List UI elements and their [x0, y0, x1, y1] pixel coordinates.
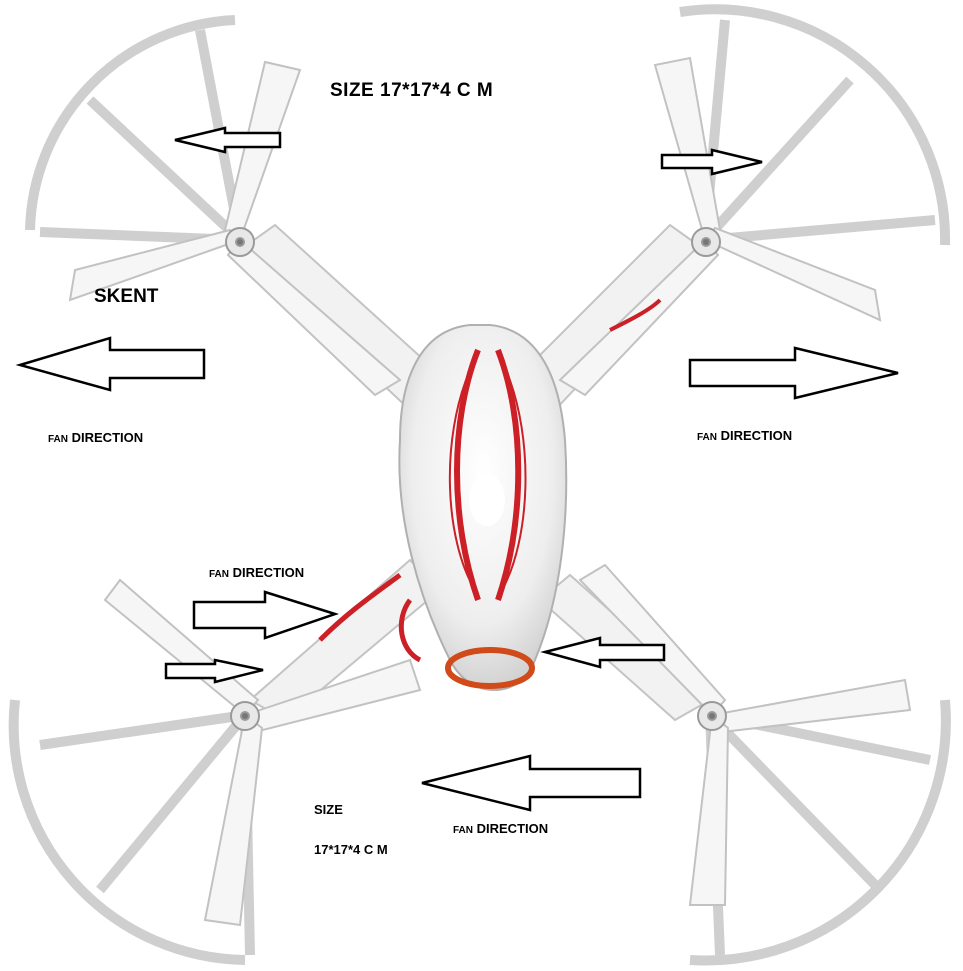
direction-word: DIRECTION: [232, 565, 305, 580]
fan-word: FAN: [48, 434, 68, 445]
size-label-bottom: SIZE: [314, 802, 343, 817]
arrow-right-lower-left: [192, 590, 340, 640]
fan-direction-label-right: FAN DIRECTION: [697, 428, 792, 443]
arrow-left-bottom: [421, 754, 642, 812]
prop-guard-top-right: [679, 4, 951, 246]
propeller-blades: [68, 56, 912, 927]
fan-direction-label-bottom: FAN DIRECTION: [453, 821, 548, 836]
fan-direction-label-left: FAN DIRECTION: [48, 430, 143, 445]
arrow-left-large: [15, 336, 206, 392]
size-label-top: SIZE 17*17*4 C M: [330, 80, 494, 101]
brand-label: SKENT: [94, 286, 159, 307]
direction-word: DIRECTION: [476, 821, 549, 836]
prop-guard-top-left: [25, 15, 245, 245]
arrow-left-center: [540, 636, 666, 669]
size-value-bottom: 17*17*4 C M: [314, 842, 388, 857]
fan-word: FAN: [453, 825, 473, 836]
drone-body: [318, 298, 662, 691]
fan-direction-label-middle: FAN DIRECTION: [209, 565, 304, 580]
arrow-left-top-small: [174, 126, 282, 154]
motor-hubs: [225, 227, 727, 731]
fan-word: FAN: [209, 569, 229, 580]
direction-word: DIRECTION: [71, 430, 144, 445]
arrow-right-top-small: [660, 148, 763, 176]
arrow-right-large: [688, 346, 899, 400]
direction-word: DIRECTION: [720, 428, 793, 443]
fan-word: FAN: [697, 432, 717, 443]
arrow-right-small-lower: [164, 658, 264, 684]
direction-arrows: [15, 126, 899, 812]
